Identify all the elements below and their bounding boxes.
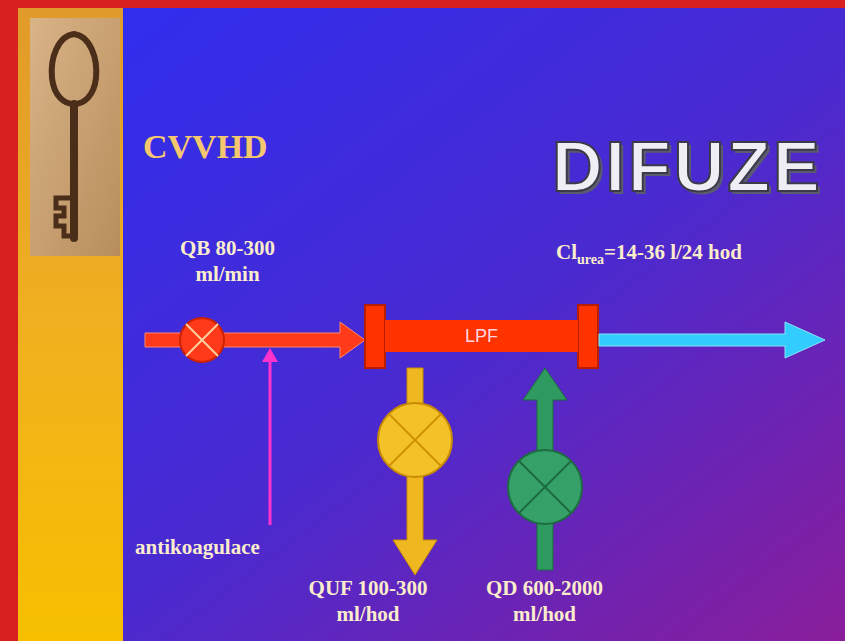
key-photo — [30, 18, 120, 256]
dialysate-pump — [508, 450, 582, 524]
clearance-value: =14-36 l/24 hod — [604, 240, 742, 264]
key-shaft — [70, 104, 78, 238]
blood-outflow-arrow — [599, 322, 825, 358]
filter-label: LPF — [465, 326, 498, 347]
key-bit — [56, 198, 70, 236]
clearance-subscript: urea — [577, 252, 604, 267]
ultrafiltrate-pump — [378, 403, 452, 477]
key-bow — [52, 34, 97, 104]
clearance-symbol: Cl — [556, 240, 577, 264]
flow-rate: QB 80-300 ml/min — [160, 236, 295, 287]
key-illustration — [52, 34, 97, 238]
blood-inflow-arrow — [145, 322, 365, 358]
flow-rate: QUF 100-300 ml/hod — [288, 576, 448, 627]
filter-cap — [578, 305, 598, 368]
blood-pump — [180, 318, 224, 362]
filter-cap — [365, 305, 385, 368]
anticoagulation-label: antikoagulace — [135, 535, 260, 561]
clearance-line: Clurea=14-36 l/24 hod — [556, 240, 742, 268]
diagram-title: CVVHD — [143, 128, 268, 166]
red-top-bar — [0, 0, 845, 8]
flow-rate: QD 600-2000 ml/hod — [462, 576, 627, 627]
side-band — [18, 0, 123, 641]
red-band — [0, 0, 18, 641]
filter-box: LPF — [385, 320, 578, 352]
anticoagulation-head — [262, 348, 278, 362]
anticoagulation-line — [269, 360, 272, 525]
process-heading: DIFUZE — [552, 132, 823, 202]
